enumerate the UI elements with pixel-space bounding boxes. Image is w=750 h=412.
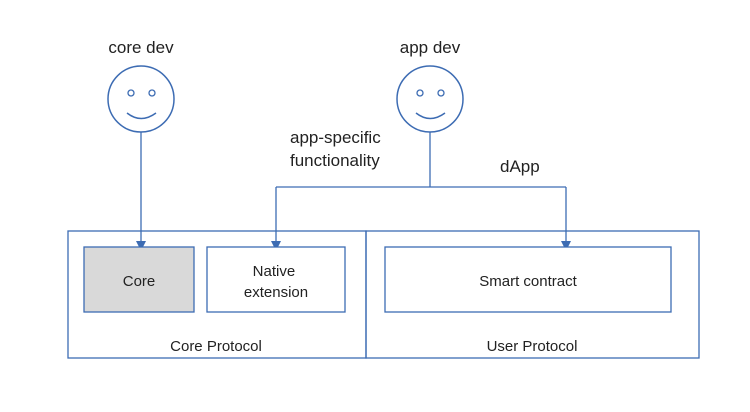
native-extension-label: Native extension — [244, 263, 308, 301]
core-box-label: Core — [123, 273, 156, 290]
native-extension-line-2: extension — [244, 284, 308, 301]
app-dev-label: app dev — [400, 38, 461, 57]
native-extension-line-1: Native — [253, 263, 296, 280]
user-protocol-label: User Protocol — [487, 338, 578, 355]
core-dev-smiley-icon — [107, 65, 175, 133]
core-box — [83, 246, 195, 313]
app-specific-line-1: app-specific — [290, 128, 381, 147]
smart-contract-label: Smart contract — [479, 273, 577, 290]
user-protocol-region — [365, 230, 700, 359]
smart-contract-box — [384, 246, 672, 313]
core-dev-label: core dev — [108, 38, 174, 57]
core-protocol-label: Core Protocol — [170, 338, 262, 355]
native-extension-box — [206, 246, 346, 313]
dapp-label: dApp — [500, 157, 540, 176]
app-specific-line-2: functionality — [290, 151, 380, 170]
app-specific-functionality-label: app-specific functionality — [290, 128, 385, 170]
app-dev-smiley-icon — [396, 65, 464, 133]
